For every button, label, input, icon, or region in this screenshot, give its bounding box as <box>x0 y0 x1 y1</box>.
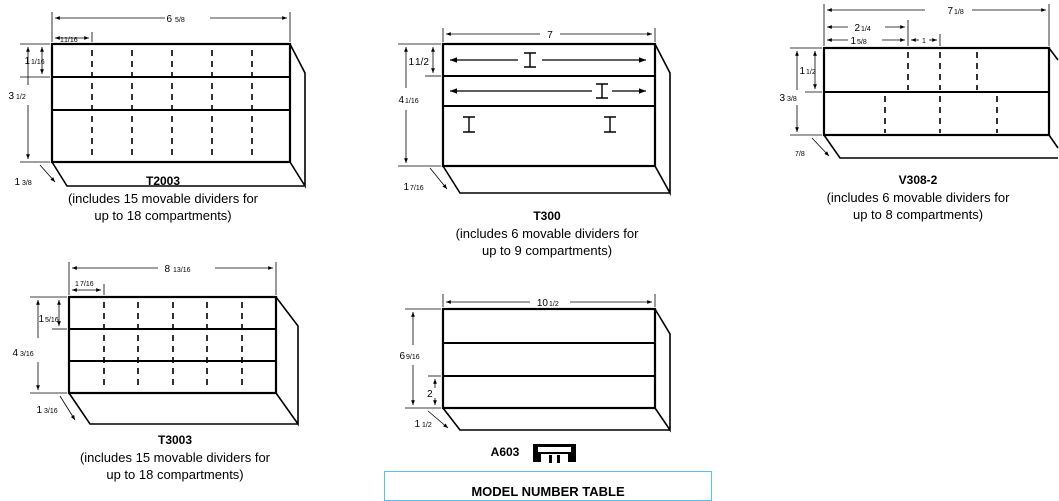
svg-text:1/16: 1/16 <box>405 98 419 105</box>
svg-text:1: 1 <box>60 37 64 44</box>
svg-text:1/16: 1/16 <box>31 59 45 66</box>
dims-v308-2: 7 1/8 2 1/4 1 5/8 1 1 1/2 3 3/8 7/8 <box>779 6 963 158</box>
svg-text:1: 1 <box>36 405 42 416</box>
dims-t3003: 8 13/16 1 7/16 1 5/16 4 3/16 1 3/16 <box>12 264 190 416</box>
svg-text:1: 1 <box>408 57 414 68</box>
svg-text:1: 1 <box>75 281 79 288</box>
model-name: T2003 <box>145 174 181 188</box>
svg-text:6: 6 <box>399 351 405 362</box>
caption-t300: T300 (includes 6 movable dividers for up… <box>412 208 682 259</box>
svg-text:1/2: 1/2 <box>16 94 26 101</box>
svg-text:1: 1 <box>922 38 926 45</box>
svg-text:1: 1 <box>24 56 30 67</box>
svg-text:5/16: 5/16 <box>45 317 59 324</box>
svg-text:3: 3 <box>779 93 785 104</box>
svg-text:4: 4 <box>12 348 18 359</box>
drawing-t3003 <box>30 262 299 427</box>
caption-t2003: T2003 (includes 15 movable dividers for … <box>40 173 286 224</box>
model-name: T300 <box>533 209 561 223</box>
svg-text:1/4: 1/4 <box>861 26 871 33</box>
drawing-v308-2 <box>790 4 1059 159</box>
svg-text:5/8: 5/8 <box>857 39 867 46</box>
svg-text:1/2: 1/2 <box>422 422 432 429</box>
svg-text:1/16: 1/16 <box>64 37 78 44</box>
svg-text:4: 4 <box>398 95 404 106</box>
caption-v308-2: V308-2 (includes 6 movable dividers for … <box>800 172 1036 223</box>
svg-text:1: 1 <box>799 66 805 77</box>
caption-a603: A603 <box>480 444 530 461</box>
model-number-table: MODEL NUMBER TABLE <box>384 471 712 501</box>
description-line: up to 18 compartments) <box>106 467 244 482</box>
description-line: up to 18 compartments) <box>94 208 232 223</box>
description-line: up to 8 compartments) <box>852 207 984 222</box>
caption-t3003: T3003 (includes 15 movable dividers for … <box>50 432 300 483</box>
description-line: up to 9 compartments) <box>481 243 613 258</box>
dims-a603: 10 1/2 6 9/16 2 1 1/2 <box>399 298 558 430</box>
svg-text:9/16: 9/16 <box>406 354 420 361</box>
model-name: A603 <box>490 445 520 459</box>
description-line: (includes 15 movable dividers for <box>67 191 259 206</box>
svg-text:1/2: 1/2 <box>806 69 816 76</box>
svg-text:1: 1 <box>414 419 420 430</box>
svg-text:1: 1 <box>14 177 20 188</box>
drawing-t2003 <box>20 12 306 189</box>
svg-text:13/16: 13/16 <box>173 267 191 274</box>
svg-text:10: 10 <box>537 298 549 309</box>
description-line: (includes 6 movable dividers for <box>826 190 1010 205</box>
svg-text:7/16: 7/16 <box>410 185 424 192</box>
svg-text:1: 1 <box>850 36 856 47</box>
svg-text:7/8: 7/8 <box>795 151 805 158</box>
svg-text:8: 8 <box>164 264 170 275</box>
divider-clip-icon <box>533 444 576 463</box>
svg-text:1/2: 1/2 <box>549 301 559 308</box>
table-title: MODEL NUMBER TABLE <box>471 484 625 499</box>
svg-text:7: 7 <box>947 6 953 17</box>
svg-text:2: 2 <box>427 389 433 400</box>
svg-text:5/8: 5/8 <box>175 17 185 24</box>
svg-text:7/16: 7/16 <box>80 281 94 288</box>
model-name: T3003 <box>157 433 193 447</box>
svg-text:3/8: 3/8 <box>787 96 797 103</box>
svg-text:7: 7 <box>547 30 553 41</box>
description-line: (includes 6 movable dividers for <box>455 226 639 241</box>
dims-t2003: 6 5/8 1 1/16 1 1/16 3 1/2 1 3/8 <box>8 14 184 188</box>
svg-text:3/8: 3/8 <box>22 180 32 187</box>
svg-text:6: 6 <box>166 14 172 25</box>
svg-text:1/8: 1/8 <box>954 9 964 16</box>
svg-text:2: 2 <box>854 23 860 34</box>
description-line: (includes 15 movable dividers for <box>79 450 271 465</box>
drawing-t300 <box>398 28 671 197</box>
svg-text:3: 3 <box>8 91 14 102</box>
svg-text:3/16: 3/16 <box>44 408 58 415</box>
drawing-a603 <box>405 294 671 433</box>
svg-text:1: 1 <box>38 314 44 325</box>
svg-text:3/16: 3/16 <box>20 351 34 358</box>
dims-t300: 7 1 1/2 4 1/16 1 7/16 <box>398 30 553 193</box>
svg-text:1: 1 <box>403 182 409 193</box>
svg-text:1/2: 1/2 <box>415 57 429 68</box>
model-name: V308-2 <box>898 173 938 187</box>
